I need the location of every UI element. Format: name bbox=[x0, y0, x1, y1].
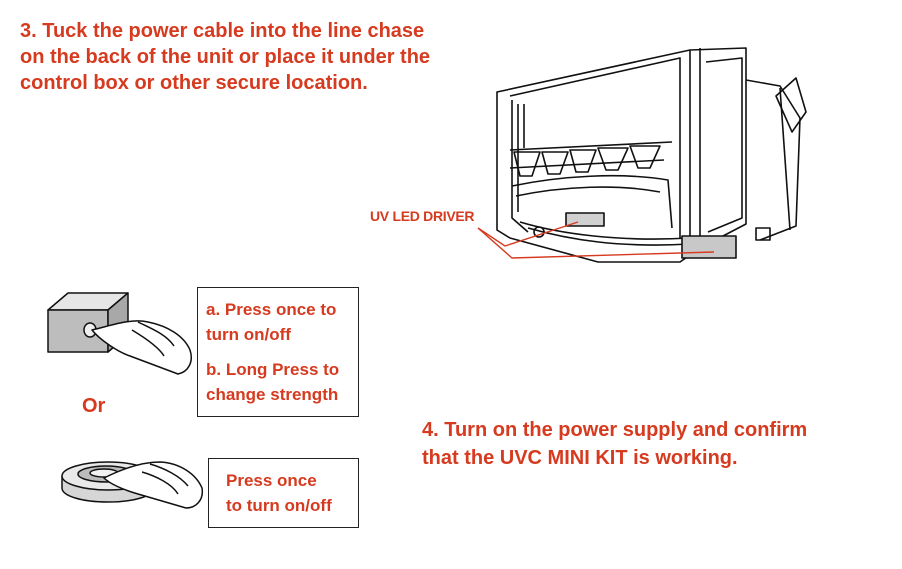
step3-instruction: 3. Tuck the power cable into the line ch… bbox=[20, 18, 500, 96]
step4-line: that the UVC MINI KIT is working. bbox=[422, 447, 738, 469]
instruction-line: turn on/off bbox=[206, 325, 291, 344]
instruction-line: to turn on/off bbox=[226, 496, 332, 515]
or-label: Or bbox=[82, 395, 106, 417]
instruction-line: a. Press once to bbox=[206, 300, 337, 319]
instruction-line: change strength bbox=[206, 385, 339, 404]
step3-line: control box or other secure location. bbox=[20, 72, 368, 94]
round-switch-instructions: Press once to turn on/off bbox=[208, 458, 359, 528]
step4-instruction: 4. Turn on the power supply and confirm … bbox=[422, 416, 892, 472]
step4-line: 4. Turn on the power supply and confirm bbox=[422, 419, 808, 441]
instruction-line: Press once bbox=[226, 471, 317, 490]
uv-led-driver-label: UV LED DRIVER bbox=[370, 208, 475, 224]
square-switch-instructions: a. Press once to turn on/off b. Long Pre… bbox=[197, 287, 359, 417]
instruction-line: b. Long Press to bbox=[206, 360, 340, 379]
step3-line: on the back of the unit or place it unde… bbox=[20, 46, 431, 68]
step3-line: 3. Tuck the power cable into the line ch… bbox=[20, 20, 425, 42]
